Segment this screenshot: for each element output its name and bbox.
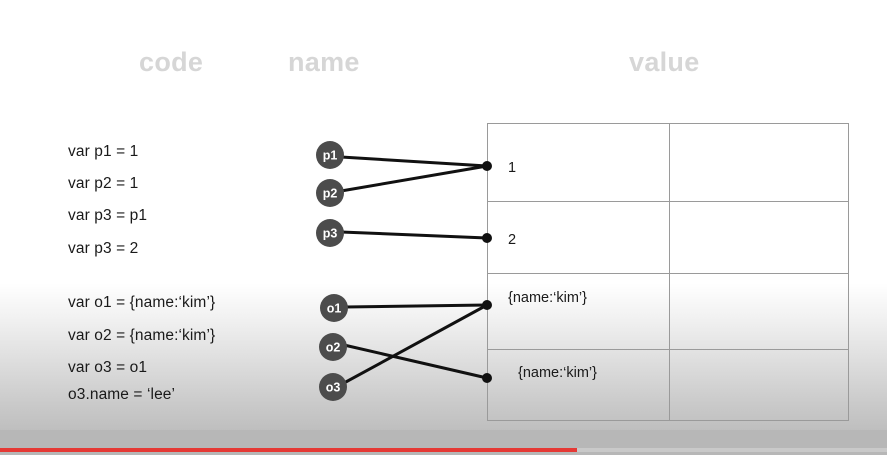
endpoint-dot-slot-o-a: [482, 300, 492, 310]
table-row-divider: [488, 349, 848, 350]
endpoint-dot-slot-o-b: [482, 373, 492, 383]
variable-node-p2[interactable]: p2: [316, 179, 344, 207]
table-column-divider: [669, 124, 670, 420]
reference-wire-p2-to-slot-1: [339, 164, 489, 193]
reference-wire-p1-to-slot-1: [339, 155, 489, 168]
variable-node-p3[interactable]: p3: [316, 219, 344, 247]
variable-node-o1[interactable]: o1: [320, 294, 348, 322]
endpoint-dot-slot-2: [482, 233, 492, 243]
column-heading-code: code: [139, 47, 204, 77]
endpoint-dot-slot-1: [482, 161, 492, 171]
variable-node-o3[interactable]: o3: [319, 373, 347, 401]
code-line: var p3 = p1: [68, 207, 148, 224]
variable-node-circle: [319, 333, 347, 361]
table-cell-value: {name:‘kim’}: [518, 365, 597, 381]
variable-node-circle: [316, 219, 344, 247]
variable-node-circle: [316, 141, 344, 169]
code-line: var p2 = 1: [68, 175, 139, 192]
table-cell-value: 1: [508, 160, 517, 176]
variable-node-label: o1: [327, 302, 342, 316]
code-line: var o2 = {name:‘kim’}: [68, 327, 216, 344]
table-row-divider: [488, 273, 848, 274]
progress-bar-remainder: [577, 448, 887, 452]
reference-wire-o3-to-slot-o-a: [342, 303, 489, 385]
column-heading-name: name: [288, 47, 360, 77]
variable-node-label: o3: [326, 381, 341, 395]
wire-group: [339, 155, 489, 385]
code-line: var p3 = 2: [68, 240, 139, 257]
code-line: o3.name = ‘lee’: [68, 386, 176, 403]
progress-bar-track[interactable]: [0, 448, 887, 452]
variable-node-label: p2: [323, 187, 338, 201]
reference-wire-p3-to-slot-2: [339, 230, 489, 240]
variable-node-label: p1: [323, 149, 338, 163]
endpoint-group: [482, 161, 492, 383]
reference-wire-o1-to-slot-o-a: [343, 303, 489, 309]
value-table: 1 2 {name:‘kim’} {name:‘kim’}: [487, 123, 849, 421]
table-cell-value: 2: [508, 232, 517, 248]
variable-node-o2[interactable]: o2: [319, 333, 347, 361]
variable-node-label: p3: [323, 227, 338, 241]
code-line: var p1 = 1: [68, 143, 139, 160]
variable-node-circle: [319, 373, 347, 401]
table-row-divider: [488, 201, 848, 202]
table-cell-value: {name:‘kim’}: [508, 290, 587, 306]
variable-node-circle: [320, 294, 348, 322]
variable-node-circle: [316, 179, 344, 207]
variable-node-label: o2: [326, 341, 341, 355]
variable-node-p1[interactable]: p1: [316, 141, 344, 169]
column-heading-value: value: [629, 47, 700, 77]
code-line: var o1 = {name:‘kim’}: [68, 294, 216, 311]
code-line: var o3 = o1: [68, 359, 148, 376]
node-group: p1 p2 p3 o1 o2 o3: [316, 141, 348, 401]
reference-wire-o2-to-slot-o-b: [342, 343, 489, 380]
progress-bar-fill: [0, 448, 577, 452]
